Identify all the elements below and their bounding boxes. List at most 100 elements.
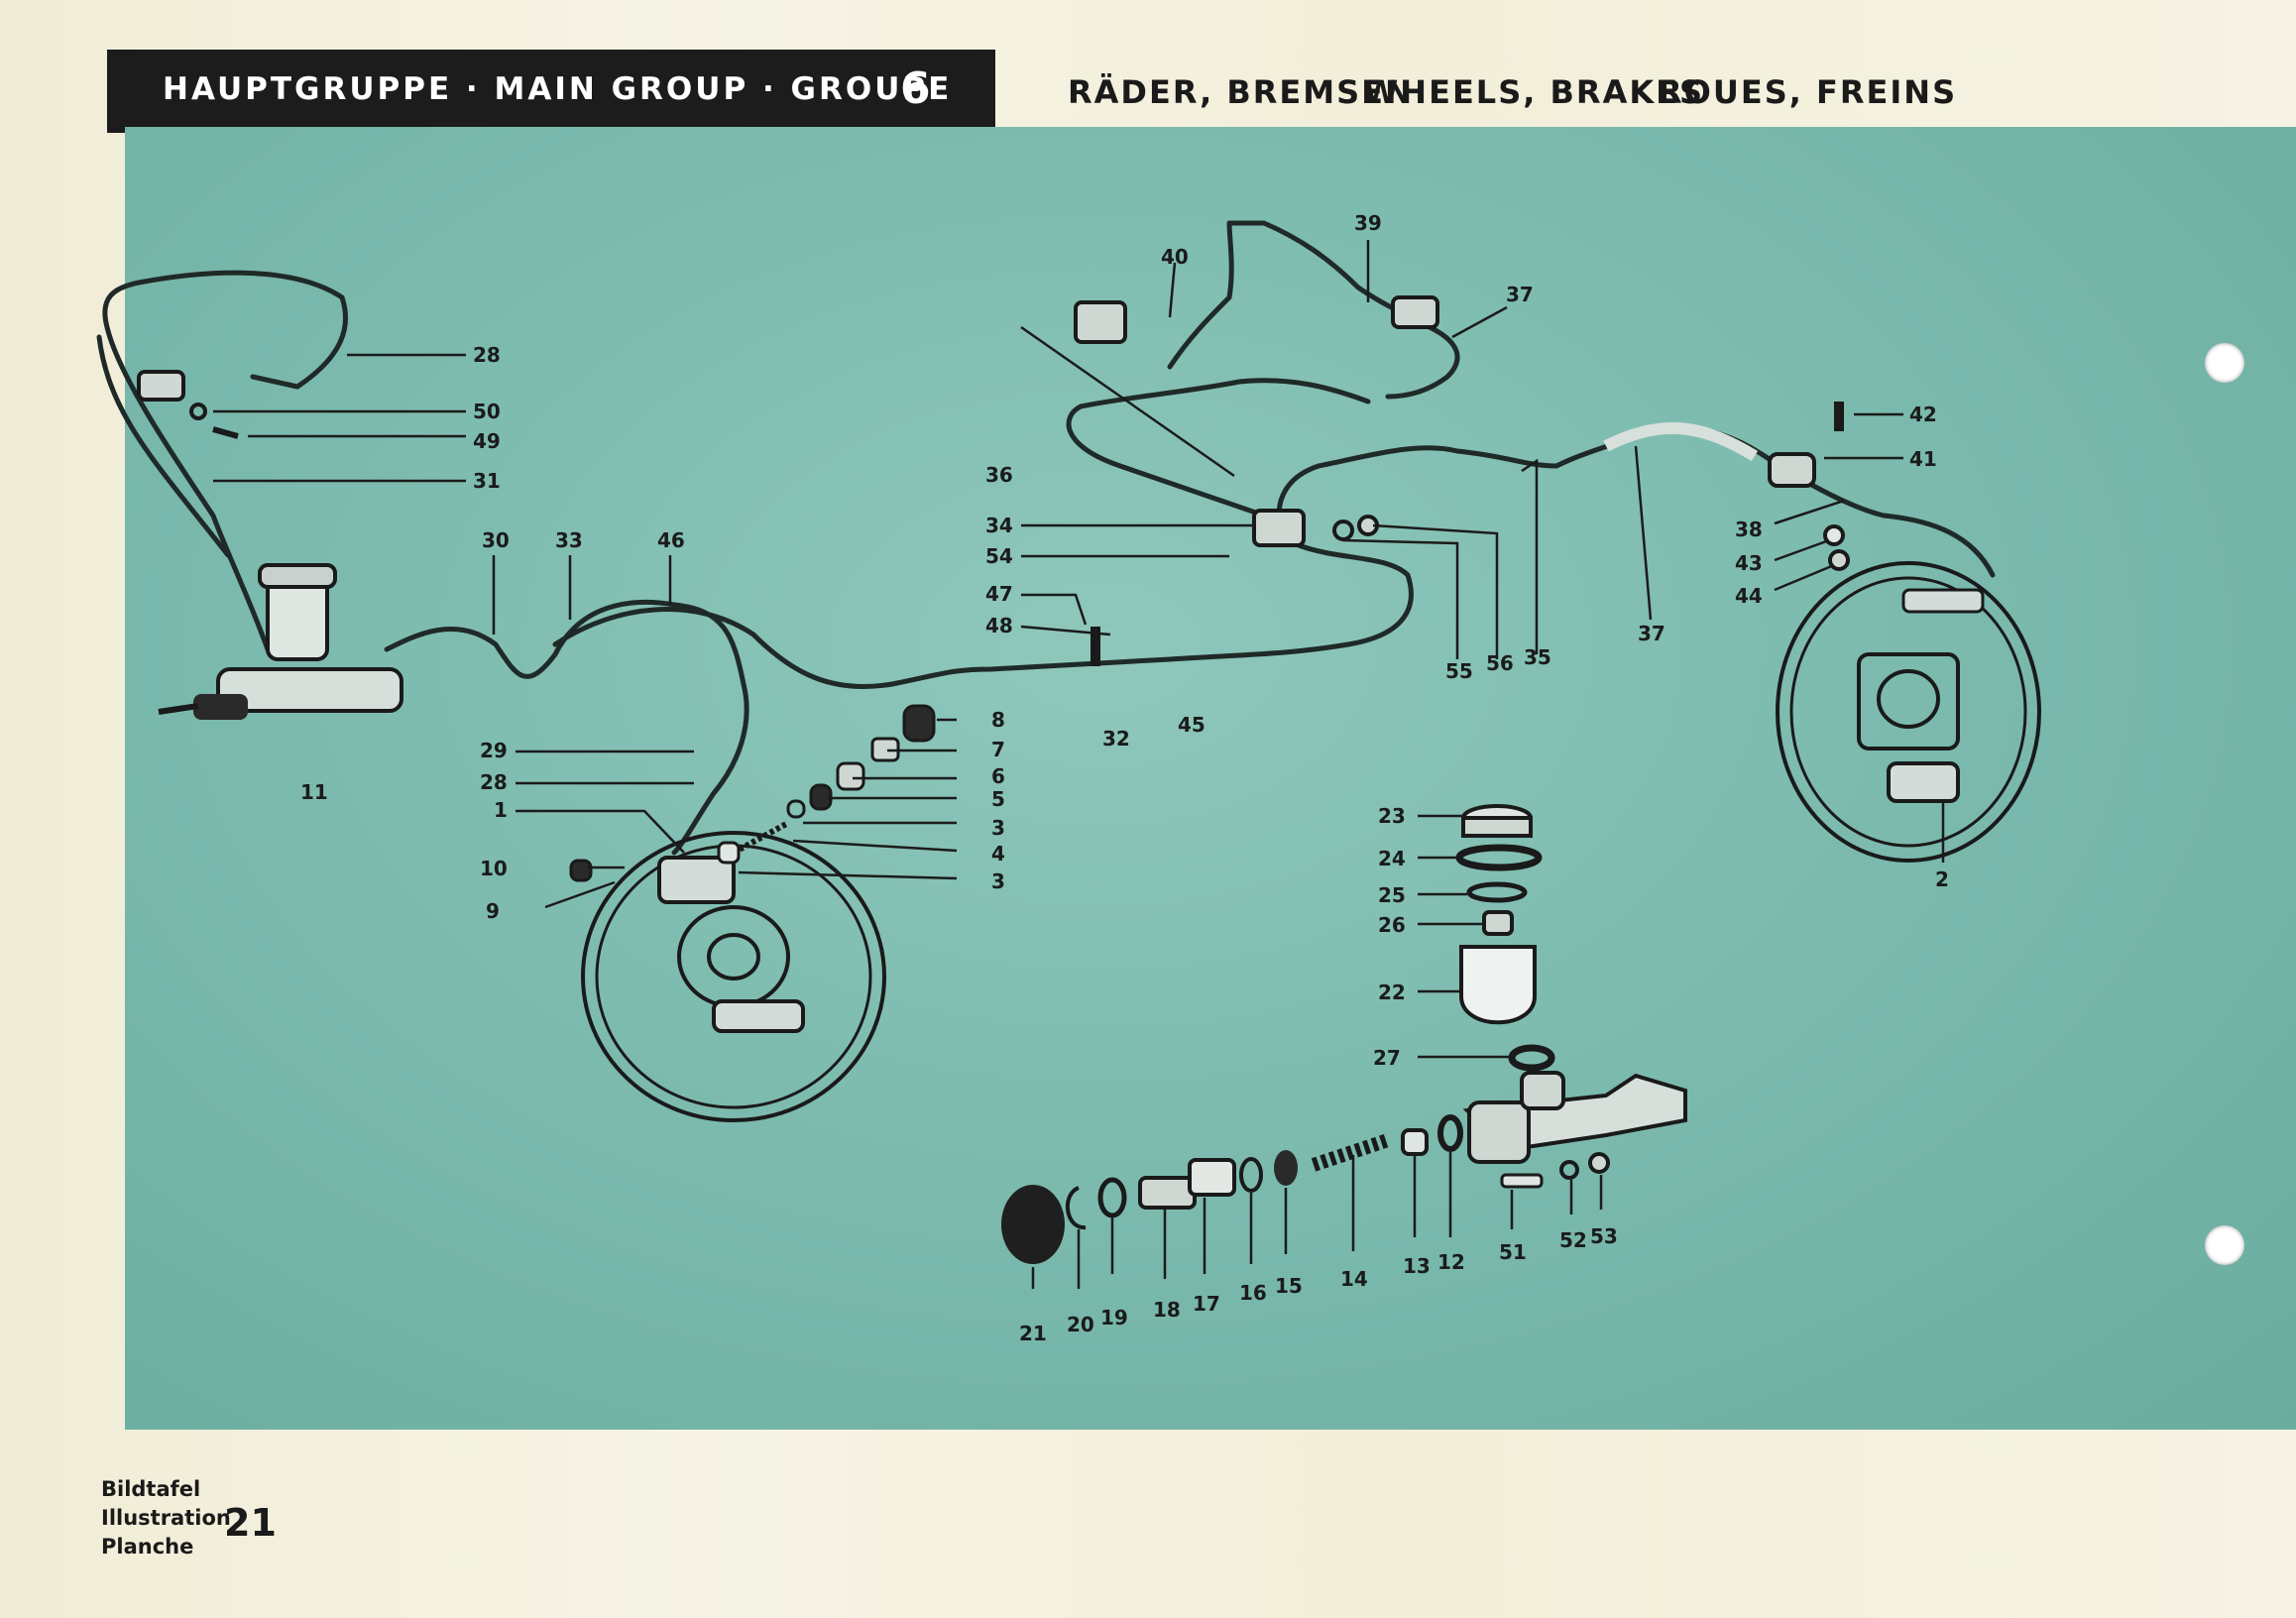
wheel-cylinder-front — [657, 856, 736, 904]
callout-22: 22 — [1378, 981, 1406, 1004]
adjuster-front — [712, 999, 805, 1033]
spring-14 — [1311, 1133, 1391, 1172]
nut-53 — [1588, 1152, 1610, 1174]
callout-45: 45 — [1178, 713, 1205, 737]
punch-hole-top — [2205, 343, 2244, 383]
bolt-42 — [1834, 402, 1844, 431]
front-hose — [137, 370, 239, 439]
bolt-49 — [212, 426, 239, 439]
callout-6: 6 — [991, 764, 1005, 788]
callout-29: 29 — [480, 739, 508, 762]
title-german: RÄDER, BREMSEN — [1068, 73, 1414, 111]
callout-55: 55 — [1445, 659, 1473, 683]
callout-17: 17 — [1193, 1292, 1220, 1316]
callout-8: 8 — [991, 708, 1005, 732]
callout-10: 10 — [480, 857, 508, 880]
callout-49: 49 — [473, 429, 501, 453]
callout-46: 46 — [657, 528, 685, 552]
title-english: WHEELS, BRAKES — [1363, 73, 1705, 111]
callout-16: 16 — [1239, 1281, 1267, 1305]
clamp-41 — [1768, 452, 1816, 488]
part-8 — [902, 704, 936, 743]
master-cylinder-left — [158, 563, 403, 720]
callout-34: 34 — [985, 514, 1013, 537]
callout-37-top: 37 — [1506, 283, 1534, 306]
callout-32: 32 — [1102, 727, 1130, 751]
clip-39 — [1391, 295, 1439, 329]
callout-44: 44 — [1735, 584, 1763, 608]
callout-15: 15 — [1275, 1274, 1303, 1298]
part-6 — [836, 761, 865, 791]
callout-4: 4 — [991, 842, 1005, 866]
washer-19 — [1097, 1177, 1127, 1218]
boot-21 — [1001, 1185, 1065, 1264]
cylinder-body-left — [216, 667, 403, 713]
callout-43: 43 — [1735, 551, 1763, 575]
part-3a — [786, 799, 806, 819]
rear-brake-backplate — [1776, 561, 2041, 863]
callout-56: 56 — [1486, 651, 1514, 675]
bracket-40 — [1074, 300, 1127, 344]
valve-13 — [1401, 1128, 1429, 1156]
callout-1: 1 — [494, 798, 508, 822]
callout-11: 11 — [300, 780, 328, 804]
rear-hose — [1603, 402, 1850, 571]
ring-16 — [1239, 1157, 1263, 1193]
callout-30: 30 — [482, 528, 510, 552]
callout-35: 35 — [1524, 645, 1551, 669]
bolt-47 — [1091, 627, 1100, 666]
piston-17 — [1188, 1158, 1236, 1197]
main-group-label: HAUPTGRUPPE · MAIN GROUP · GROUPE — [163, 71, 953, 107]
callout-28-mid: 28 — [480, 770, 508, 794]
washer-55 — [1332, 520, 1354, 541]
washer-50 — [189, 403, 207, 420]
plate-label-fr: Planche — [101, 1535, 194, 1559]
tee-34 — [1252, 509, 1306, 547]
cup-15 — [1274, 1150, 1298, 1186]
callout-28-top: 28 — [473, 343, 501, 367]
front-brake-backplate — [581, 831, 886, 1122]
callout-38: 38 — [1735, 518, 1763, 541]
callout-2: 2 — [1935, 867, 1949, 891]
plate-number: 21 — [224, 1501, 277, 1545]
front-cylinder-parts — [569, 704, 936, 882]
callout-27: 27 — [1373, 1046, 1401, 1070]
callout-14: 14 — [1340, 1267, 1368, 1291]
spring-4 — [732, 820, 790, 856]
plate-label-en: Illustration — [101, 1506, 231, 1530]
reservoir-22 — [1459, 945, 1537, 1025]
plate-label-de: Bildtafel — [101, 1477, 201, 1501]
push-rod-left — [158, 703, 199, 715]
callout-19: 19 — [1100, 1306, 1128, 1329]
piston-18 — [1138, 1176, 1197, 1210]
callout-labels: 28 50 49 31 30 33 46 11 29 28 1 10 9 8 7… — [300, 211, 1949, 1345]
punch-hole-bottom — [2205, 1225, 2244, 1265]
callout-33: 33 — [555, 528, 583, 552]
callout-12: 12 — [1437, 1250, 1465, 1274]
plate-label: Bildtafel Illustration Planche — [101, 1475, 231, 1561]
callout-39: 39 — [1354, 211, 1382, 235]
callout-3-first: 3 — [991, 816, 1005, 840]
part-10 — [569, 859, 593, 882]
callout-37-right: 37 — [1638, 622, 1665, 645]
master-cylinder-exploded — [1001, 804, 1687, 1264]
ring-25 — [1466, 881, 1528, 903]
title-french: ROUES, FREINS — [1658, 73, 1958, 111]
hose-bracket-left — [137, 370, 185, 402]
callout-25: 25 — [1378, 883, 1406, 907]
callout-40: 40 — [1161, 245, 1189, 269]
callout-31: 31 — [473, 469, 501, 493]
seal-12 — [1437, 1114, 1463, 1152]
main-group-number: 6 — [900, 63, 931, 114]
callout-52: 52 — [1559, 1228, 1587, 1252]
callout-7: 7 — [991, 738, 1005, 761]
callout-54: 54 — [985, 544, 1013, 568]
wheel-cylinder-rear — [1887, 761, 1960, 803]
callout-36: 36 — [985, 463, 1013, 487]
callout-51: 51 — [1499, 1240, 1527, 1264]
callout-41: 41 — [1909, 447, 1937, 471]
callout-5: 5 — [991, 787, 1005, 811]
nut-44 — [1828, 549, 1850, 571]
adjuster-rear — [1901, 588, 1985, 614]
